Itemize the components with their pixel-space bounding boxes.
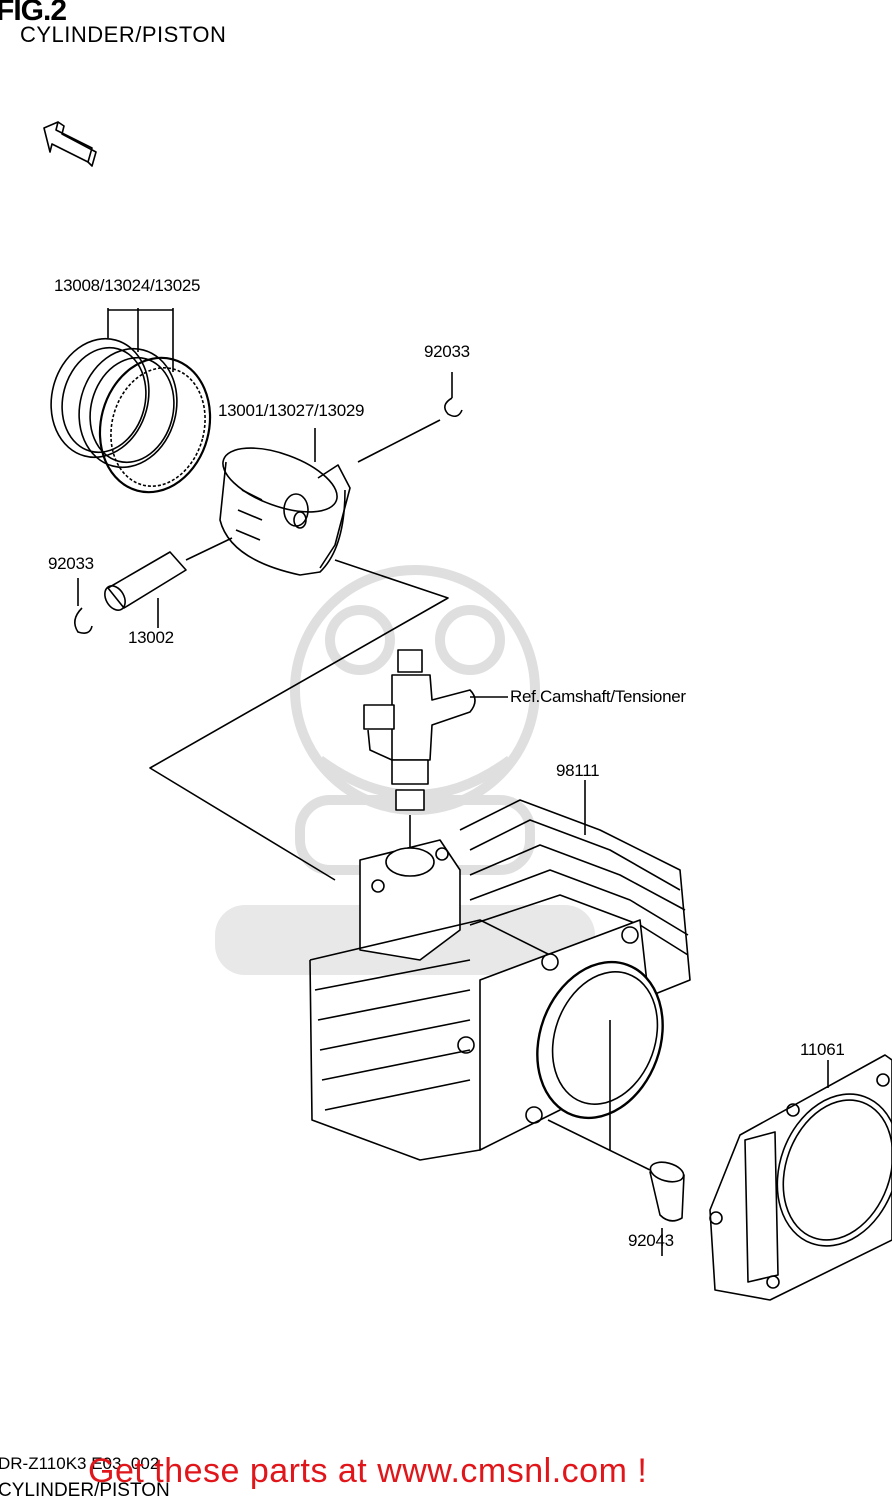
callout-circlip-top: 92033 — [424, 342, 470, 361]
piston-pin — [104, 537, 233, 628]
projection-lines — [149, 559, 449, 881]
callout-tensioner-ref: Ref.Camshaft/Tensioner — [510, 687, 686, 706]
dowel-pin — [547, 1119, 685, 1256]
callout-pin: 13002 — [128, 628, 174, 647]
callout-dowel: 92043 — [628, 1231, 674, 1250]
circlip-top — [357, 372, 463, 463]
callout-circlip-left: 92033 — [48, 554, 94, 573]
cylinder-gasket — [709, 1054, 892, 1301]
cylinder-block — [309, 780, 691, 1161]
figure-subtitle: CYLINDER/PISTON — [20, 22, 227, 47]
callout-piston: 13001/13027/13029 — [218, 401, 365, 420]
cam-tensioner — [363, 649, 508, 870]
callout-cylinder: 98111 — [556, 761, 600, 780]
callout-rings: 13008/13024/13025 — [54, 276, 201, 295]
callout-gasket: 11061 — [800, 1040, 845, 1059]
circlip-left — [74, 578, 93, 634]
piston-rings — [50, 308, 212, 494]
footer-subtitle: CYLINDER/PISTON — [0, 1480, 170, 1501]
fwd-arrow-icon — [43, 121, 97, 167]
cta-link[interactable]: Get these parts at www.cmsnl.com ! — [88, 1452, 648, 1490]
figure-title: FIG.2 — [0, 0, 67, 27]
diagram-code: DR-Z110K3 E03_002 — [0, 1454, 160, 1473]
piston — [219, 428, 351, 576]
